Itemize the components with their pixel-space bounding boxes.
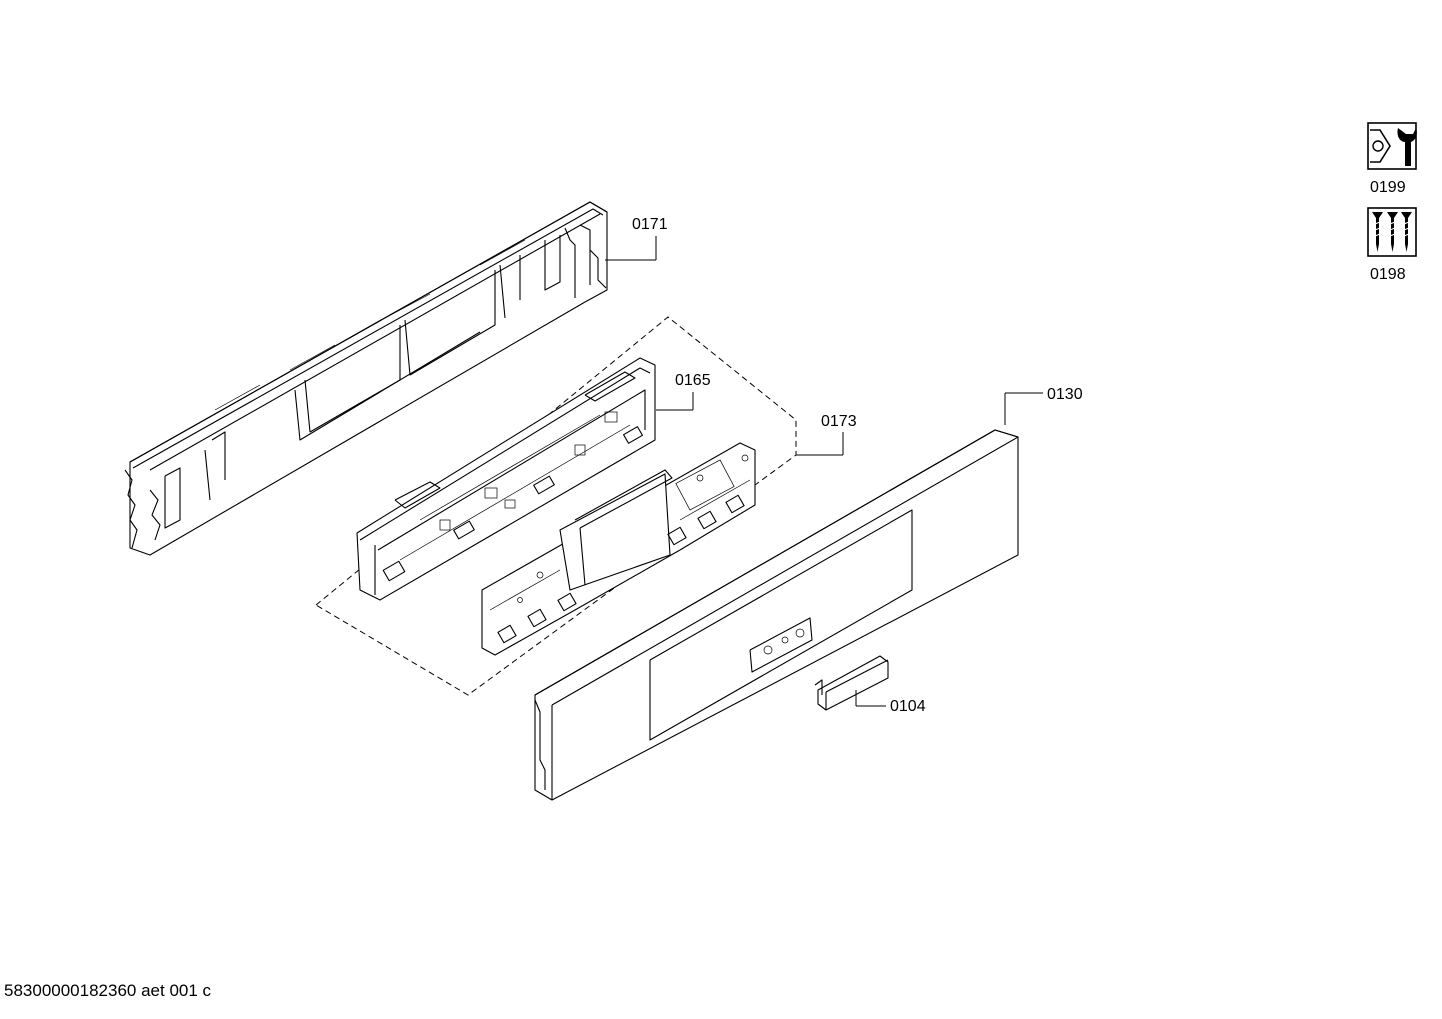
part-0171-frame[interactable] <box>124 201 608 556</box>
label-0198[interactable]: 0198 <box>1370 266 1406 283</box>
screws-icon[interactable] <box>1367 207 1417 257</box>
wrench-nut-icon[interactable] <box>1367 122 1417 170</box>
label-0173[interactable]: 0173 <box>821 413 857 430</box>
control-circuit-board[interactable] <box>481 442 756 656</box>
label-0130[interactable]: 0130 <box>1047 386 1083 403</box>
drawing-number: 58300000182360 aet 001 c <box>4 981 212 1000</box>
label-0171[interactable]: 0171 <box>632 216 668 233</box>
part-0130-front-panel[interactable] <box>534 429 1019 801</box>
part-0165-module-carrier[interactable] <box>356 357 656 601</box>
part-0104-cover[interactable] <box>814 655 889 711</box>
label-0165[interactable]: 0165 <box>675 372 711 389</box>
label-0199[interactable]: 0199 <box>1370 179 1406 196</box>
label-0104[interactable]: 0104 <box>890 698 926 715</box>
